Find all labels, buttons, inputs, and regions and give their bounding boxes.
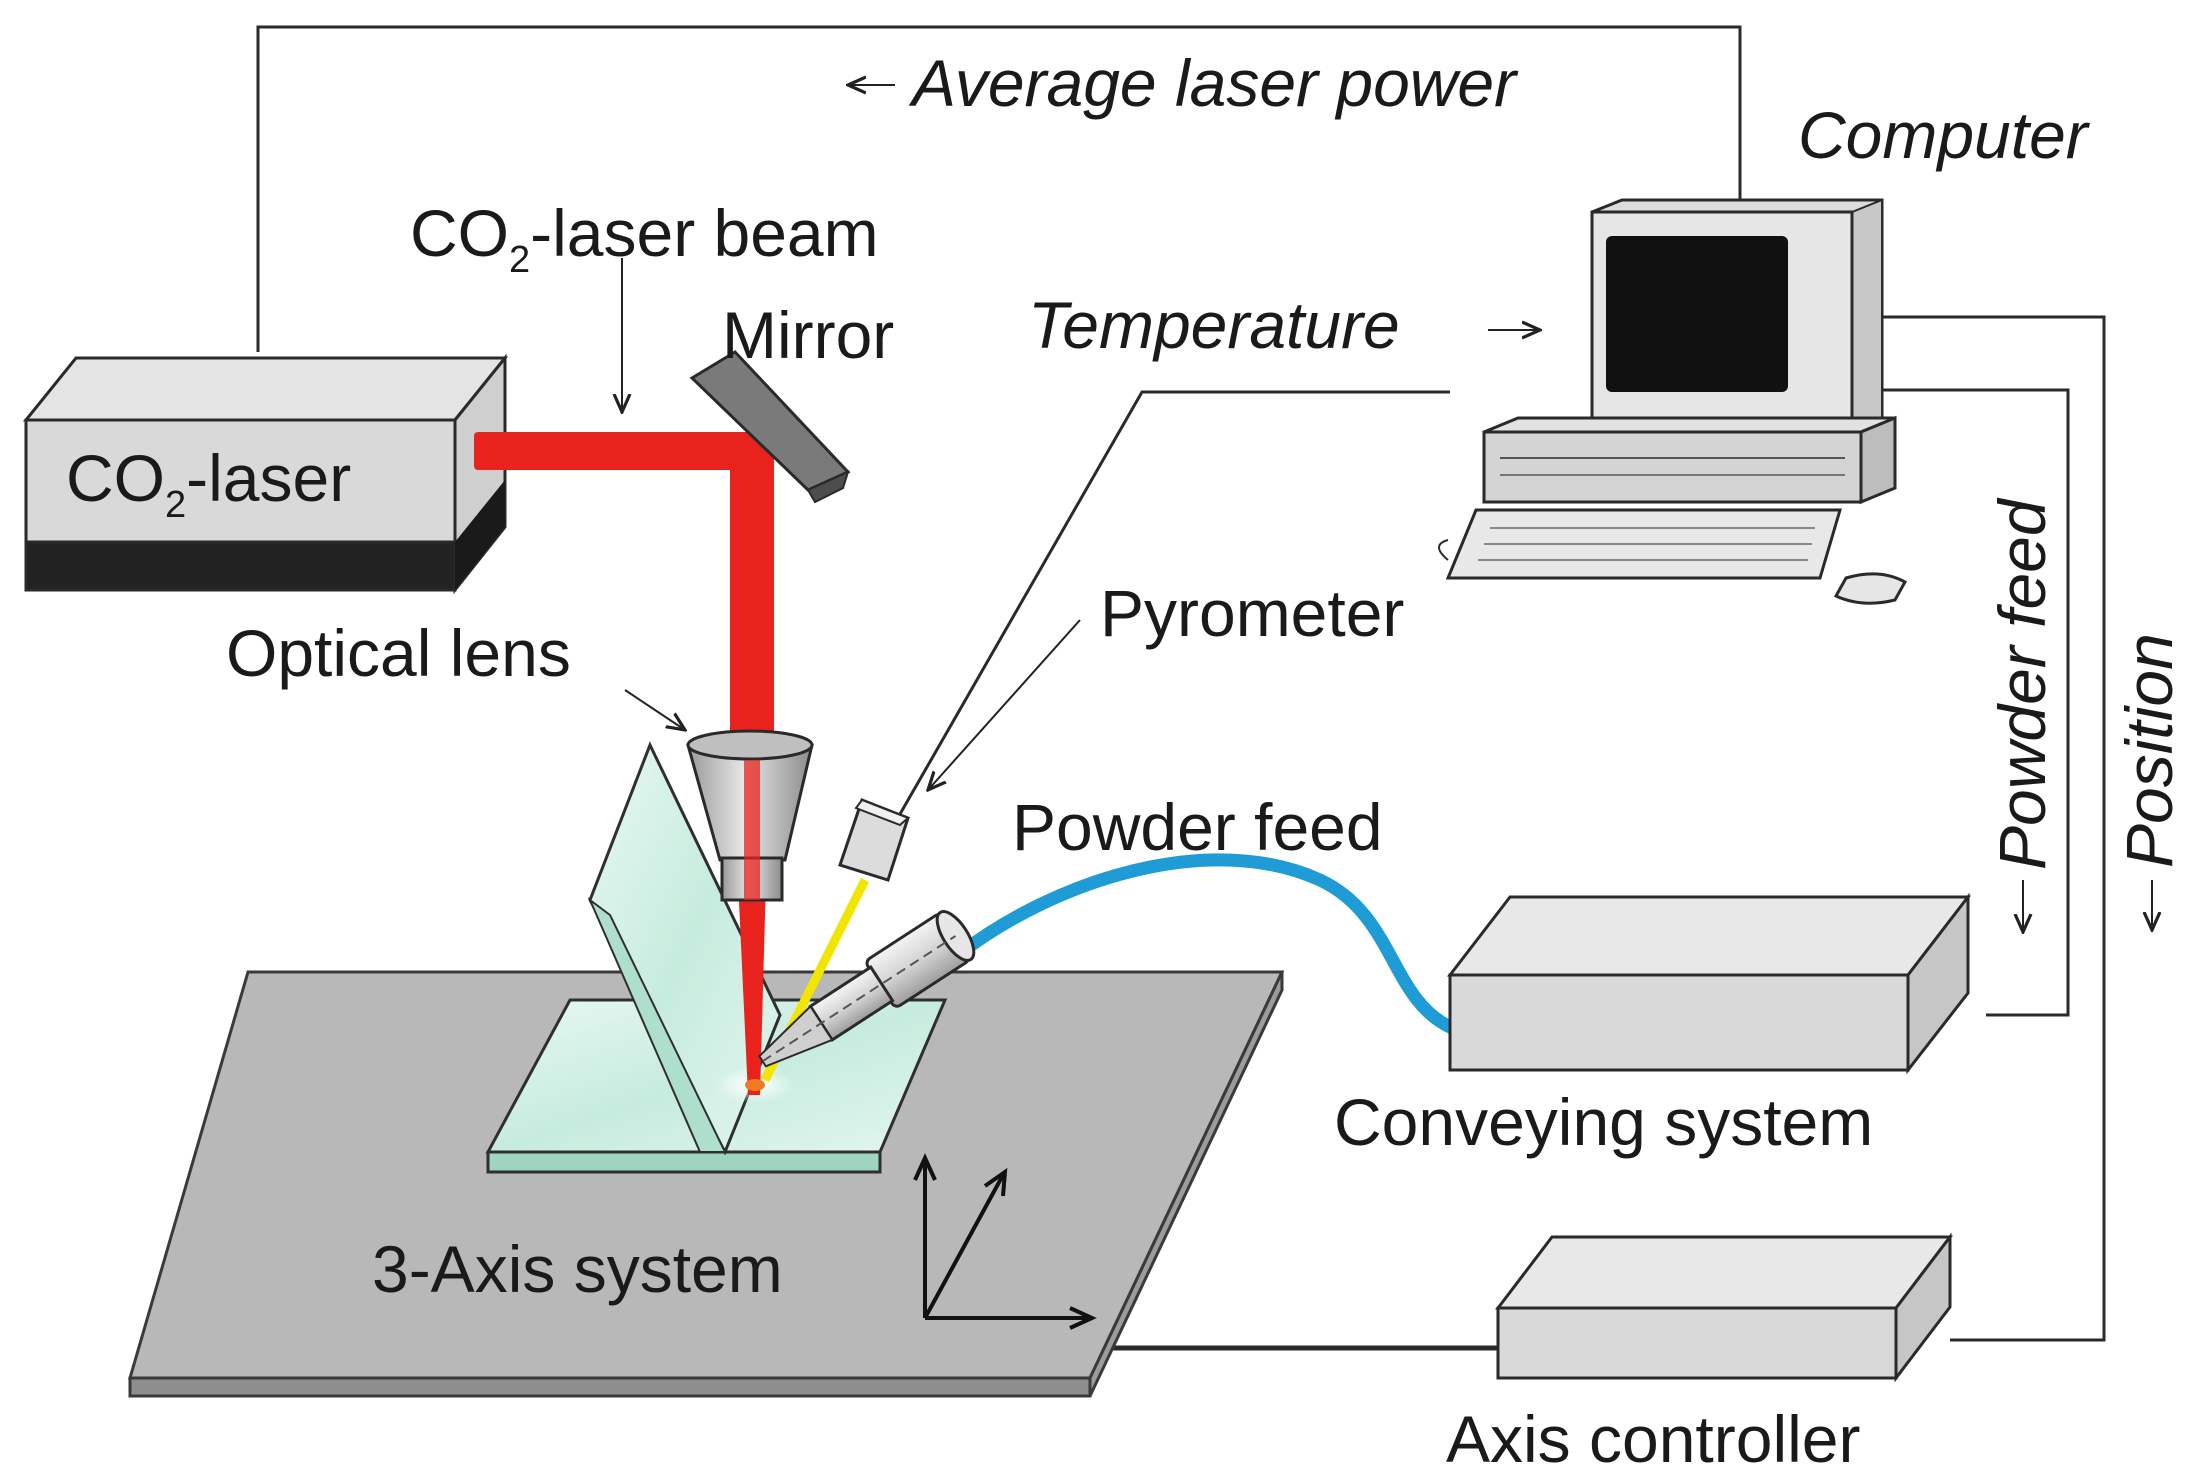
- label-co2-laser-beam-prefix: CO: [410, 196, 509, 270]
- signal-wires: [256, 25, 2106, 1351]
- label-computer: Computer: [1798, 98, 2091, 172]
- label-position: Position: [2112, 633, 2186, 868]
- workpiece: [485, 741, 948, 1174]
- powder-hose: [951, 853, 1459, 1035]
- optical-lens-head: [686, 729, 814, 902]
- mouse-icon: [1833, 572, 1908, 605]
- label-powder-feed-nozzle: Powder feed: [1012, 790, 1383, 864]
- wire-average-laser-power: [256, 25, 1742, 352]
- label-co2-laser-suffix: -laser: [186, 441, 351, 515]
- label-three-axis-system: 3-Axis system: [372, 1232, 783, 1306]
- label-powder-feed-line: Powder feed: [1985, 497, 2059, 870]
- label-co2-laser-prefix: CO: [66, 441, 165, 515]
- three-axis-platform: [128, 970, 1285, 1398]
- axis-controller-box: [1494, 1232, 1954, 1383]
- mirror-icon: [689, 350, 851, 504]
- wire-position: [1878, 315, 2106, 1342]
- label-co2-laser-sub: 2: [165, 484, 186, 526]
- label-conveying-system: Conveying system: [1334, 1085, 1873, 1159]
- computer-icon: [1438, 198, 1908, 605]
- conveying-system-box: [1446, 892, 1972, 1075]
- label-optical-lens: Optical lens: [226, 616, 571, 690]
- pointer-arrows: [622, 85, 2152, 932]
- arrow-optical-lens: [624, 689, 685, 730]
- label-axis-controller: Axis controller: [1446, 1402, 1860, 1476]
- powder-nozzle: [745, 853, 1459, 1091]
- wire-temperature: [886, 390, 1450, 836]
- label-temperature: Temperature: [1028, 288, 1400, 362]
- wire-powder-feed: [1880, 388, 2070, 1017]
- co2-laser-unit: [22, 353, 509, 595]
- computer-screen: [1606, 236, 1788, 392]
- label-co2-laser-beam-sub: 2: [509, 239, 530, 281]
- arrow-pyrometer: [928, 619, 1081, 790]
- label-co2-laser: CO2-laser: [66, 441, 351, 526]
- laser-beam: [474, 432, 774, 1095]
- label-co2-laser-beam-suffix: -laser beam: [530, 196, 878, 270]
- label-co2-laser-beam: CO2-laser beam: [410, 196, 879, 281]
- label-pyrometer: Pyrometer: [1100, 576, 1404, 650]
- axis-arrows-icon: [913, 1153, 1097, 1330]
- label-mirror: Mirror: [722, 298, 894, 372]
- label-average-laser-power: Average laser power: [908, 46, 1519, 120]
